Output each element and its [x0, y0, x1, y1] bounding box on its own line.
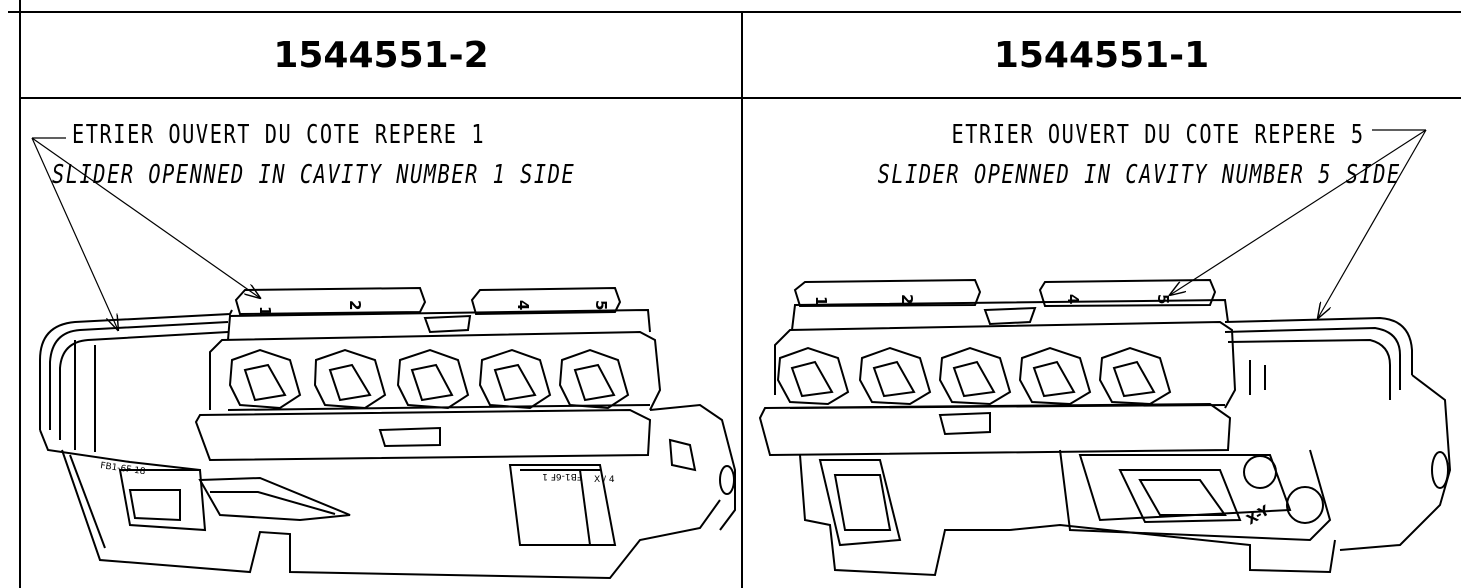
- left-cavity-label-1: 1: [256, 306, 274, 316]
- right-leader-lines: [1170, 129, 1427, 318]
- right-cavity-number-labels: 1 2 4 5: [812, 294, 1172, 306]
- right-housing-mark-1: X-Y: [1244, 502, 1273, 528]
- left-note-french: ETRIER OUVERT DU COTE REPERE 1: [72, 120, 486, 150]
- right-housing-marks: X-Y: [1244, 502, 1273, 528]
- left-cavity-label-4: 4: [514, 300, 532, 310]
- left-cavity-number-labels: 1 2 4 5: [256, 300, 610, 316]
- right-connector-housing: [758, 278, 1452, 577]
- left-housing-mark-2: FB1-6F 1: [542, 471, 582, 481]
- left-cavity-label-5: 5: [592, 300, 610, 310]
- right-note-english: SLIDER OPENNED IN CAVITY NUMBER 5 SIDE: [877, 160, 1401, 190]
- left-connector-housing: [39, 286, 736, 580]
- left-housing-mark-3: X / 4: [594, 475, 615, 485]
- right-cavities: [776, 346, 1172, 406]
- right-cavity-label-5: 5: [1154, 294, 1172, 304]
- left-note-english: SLIDER OPENNED IN CAVITY NUMBER 1 SIDE: [52, 160, 576, 190]
- right-part-number: 1544551-1: [993, 34, 1210, 76]
- left-part-number: 1544551-2: [273, 34, 489, 76]
- left-cavity-label-2: 2: [346, 300, 364, 310]
- left-leader-lines: [31, 137, 260, 330]
- right-cavity-label-2: 2: [898, 294, 916, 304]
- right-cavity-label-1: 1: [812, 296, 830, 306]
- left-cavities: [228, 348, 630, 410]
- right-cavity-label-4: 4: [1064, 294, 1082, 304]
- right-note-french: ETRIER OUVERT DU COTE REPERE 5: [951, 120, 1365, 150]
